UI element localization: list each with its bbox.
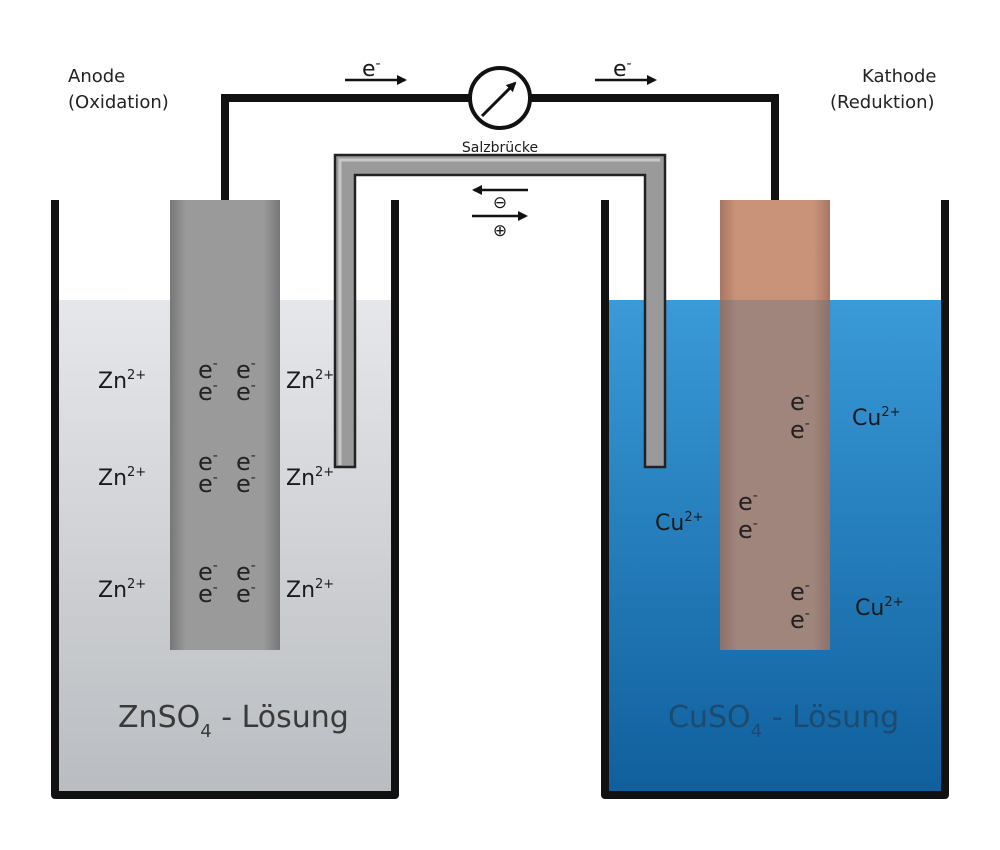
left-beaker — [51, 200, 399, 799]
zinc-electrode — [170, 200, 280, 650]
zinc-electrode-electron: e- — [236, 580, 256, 608]
salt-bridge-label: Salzbrücke — [462, 140, 538, 156]
electron-flow-label-right: e- — [613, 56, 632, 82]
copper-solution-label: CuSO4 - Lösung — [668, 700, 899, 742]
zinc-electrode-electron: e- — [236, 448, 256, 476]
external-wire — [221, 94, 779, 200]
zinc-ion: Zn2+ — [98, 368, 146, 394]
copper-electrode-electron: e- — [790, 578, 810, 606]
anode-label: Anode — [68, 66, 125, 87]
zinc-electrode-electron: e- — [198, 470, 218, 498]
zinc-ion: Zn2+ — [98, 465, 146, 491]
zinc-ion: Zn2+ — [286, 368, 334, 394]
zinc-electrode-electron: e- — [198, 558, 218, 586]
cathode-sublabel: (Reduktion) — [830, 92, 935, 113]
svg-text:e-: e- — [613, 56, 632, 82]
salt-bridge — [333, 153, 667, 469]
zinc-electrode-electron: e- — [198, 580, 218, 608]
svg-text:e-: e- — [362, 56, 381, 82]
copper-ion: Cu2+ — [852, 405, 900, 431]
anion-symbol: ⊖ — [493, 193, 507, 213]
zinc-electrode-electron: e- — [236, 378, 256, 406]
copper-ion: Cu2+ — [855, 595, 903, 621]
voltmeter-icon — [468, 66, 532, 130]
copper-electrode-electron: e- — [790, 388, 810, 416]
copper-ion: Cu2+ — [655, 510, 703, 536]
copper-electrode-submerged — [720, 300, 830, 650]
zinc-ion: Zn2+ — [286, 577, 334, 603]
zinc-electrode-electron: e- — [198, 378, 218, 406]
zinc-electrode-electron: e- — [236, 356, 256, 384]
copper-electrode-electron: e- — [738, 516, 758, 544]
zinc-electrode-electron: e- — [198, 356, 218, 384]
zinc-electrode-electron: e- — [236, 558, 256, 586]
zinc-solution-label: ZnSO4 - Lösung — [118, 700, 349, 742]
zinc-electrode-electron: e- — [236, 470, 256, 498]
copper-electrode-above-solution — [720, 200, 830, 300]
cathode-label: Kathode — [862, 66, 937, 87]
zinc-ion: Zn2+ — [98, 577, 146, 603]
copper-electrode-electron: e- — [738, 488, 758, 516]
electron-flow-label-left: e- — [362, 56, 381, 82]
copper-electrode-electron: e- — [790, 416, 810, 444]
cation-symbol: ⊕ — [493, 221, 507, 241]
anode-sublabel: (Oxidation) — [68, 92, 169, 113]
copper-electrode-electron: e- — [790, 606, 810, 634]
zinc-electrode-electron: e- — [198, 448, 218, 476]
right-beaker — [601, 200, 949, 799]
zinc-ion: Zn2+ — [286, 465, 334, 491]
